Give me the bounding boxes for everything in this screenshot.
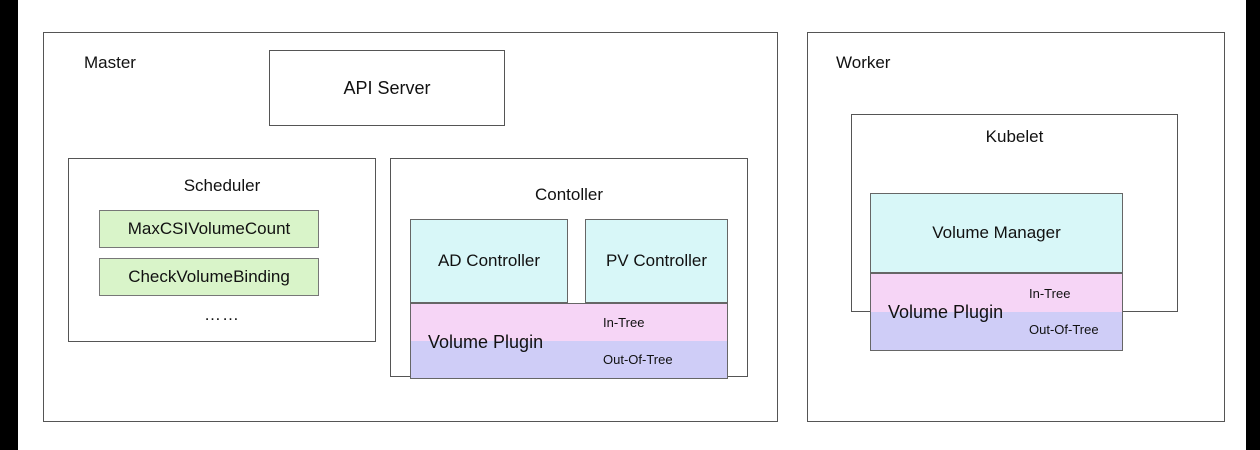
volume-manager-label: Volume Manager <box>932 223 1061 242</box>
predicate-label: MaxCSIVolumeCount <box>127 219 291 238</box>
worker-volume-plugin: Volume Plugin In-Tree Out-Of-Tree <box>870 273 1123 351</box>
master-volume-plugin: Volume Plugin In-Tree Out-Of-Tree <box>410 303 728 379</box>
pv-controller-label: PV Controller <box>605 251 708 270</box>
pv-controller-box: PV Controller <box>585 219 728 303</box>
volume-plugin-label: Volume Plugin <box>888 302 1004 322</box>
volume-plugin-label: Volume Plugin <box>428 332 544 352</box>
ad-controller-box: AD Controller <box>410 219 568 303</box>
in-tree-region <box>871 274 1122 312</box>
worker-title: Worker <box>836 53 891 72</box>
predicate-label: CheckVolumeBinding <box>128 267 290 286</box>
out-of-tree-label: Out-Of-Tree <box>603 352 673 367</box>
predicate-check-volume-binding: CheckVolumeBinding <box>99 258 319 296</box>
scheduler-title: Scheduler <box>183 176 261 195</box>
out-of-tree-region <box>411 341 727 378</box>
worker-node: Worker Kubelet Volume Manager Volume Plu… <box>807 32 1225 422</box>
kubelet-title: Kubelet <box>985 127 1044 146</box>
controller-box: Contoller AD Controller PV Controller Vo… <box>390 158 748 379</box>
in-tree-label: In-Tree <box>603 315 645 330</box>
predicate-max-csi-volume-count: MaxCSIVolumeCount <box>99 210 319 248</box>
predicate-ellipsis: …… <box>204 305 240 324</box>
volume-manager-box: Volume Manager <box>870 193 1123 273</box>
api-server-box: API Server <box>269 50 505 126</box>
out-of-tree-region <box>871 312 1122 350</box>
scheduler-box: Scheduler MaxCSIVolumeCount CheckVolumeB… <box>68 158 376 342</box>
diagram-canvas: Master API Server Scheduler MaxCSIVolume… <box>18 0 1246 450</box>
master-node: Master API Server Scheduler MaxCSIVolume… <box>43 32 778 422</box>
in-tree-label: In-Tree <box>1029 286 1071 301</box>
controller-title: Contoller <box>534 185 604 204</box>
ad-controller-label: AD Controller <box>437 251 541 270</box>
in-tree-region <box>411 304 727 341</box>
api-server-label: API Server <box>343 77 431 98</box>
out-of-tree-label: Out-Of-Tree <box>1029 322 1099 337</box>
master-title: Master <box>84 53 136 72</box>
